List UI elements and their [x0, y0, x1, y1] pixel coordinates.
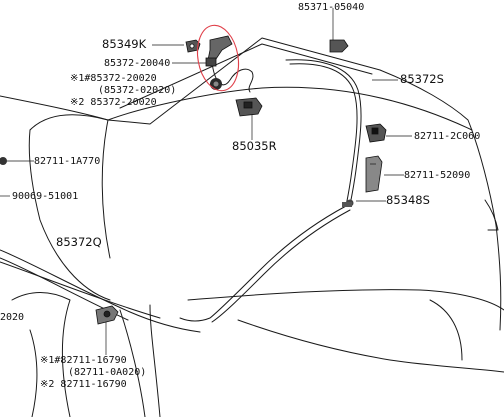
label-85372-20040: 85372-20040: [104, 58, 171, 69]
clip-icon-82711-52090: [365, 155, 383, 193]
label-2020: 2020: [0, 312, 25, 323]
grommet-icon: [210, 78, 222, 90]
washer-hose-lower: [179, 205, 347, 322]
hatch-license-area: [429, 299, 463, 361]
label-85348s: 85348S: [386, 193, 430, 207]
washer-hose-long-2: [289, 63, 358, 207]
washer-hose-lower-2: [211, 209, 351, 323]
label-bottom2: ※2 82711-16790: [40, 379, 127, 390]
label-bottom1b: (82711-0A020): [68, 367, 147, 378]
hatch-right-side: [495, 224, 502, 331]
clip-icon-82711-2c060: [365, 123, 387, 143]
label-note2: ※2 85372-20020: [70, 97, 157, 108]
body-left-edge: [0, 249, 201, 333]
washer-hose-long: [285, 59, 362, 206]
grommet-icon-bottom: [95, 305, 119, 325]
label-82711-52090: 82711-52090: [404, 170, 471, 181]
label-85349k: 85349K: [102, 37, 147, 51]
label-85372q: 85372Q: [56, 235, 102, 249]
body-lower-mid: [119, 309, 146, 417]
label-85371-05040: 85371-05040: [298, 2, 365, 13]
label-note1: ※1#85372-20020: [70, 73, 157, 84]
clip-icon-85371: [329, 39, 349, 53]
label-bottom1: ※1#82711-16790: [40, 355, 127, 366]
hatch-side-left: [29, 114, 111, 259]
label-note1b: (85372-02020): [98, 85, 177, 96]
washer-nozzle-icon: [185, 39, 201, 53]
clip-icon-82711-1a770: [0, 157, 7, 165]
hatch-inner-line: [107, 86, 473, 131]
hatch-upper-line: [119, 43, 373, 109]
joint-icon: [205, 35, 233, 67]
highlight-circle: [196, 24, 240, 92]
label-85035r: 85035R: [232, 139, 277, 153]
hatch-bumper: [237, 319, 504, 373]
hatch-rear-edge: [484, 199, 499, 231]
body-lower-left-2: [29, 329, 38, 417]
label-82711-2c060: 82711-2C060: [414, 131, 481, 142]
label-90069-51001: 90069-51001: [12, 191, 79, 202]
hatch-lower-curve: [187, 289, 504, 311]
washer-hose-left: [0, 261, 161, 319]
hatch-left-panel: [28, 129, 111, 301]
label-82711-1a770: 82711-1A770: [34, 156, 101, 167]
check-valve-icon-85035r: [235, 97, 263, 117]
hatch-outline-top: [0, 37, 497, 226]
label-85372s: 85372S: [400, 72, 444, 86]
body-lower-left: [11, 292, 71, 417]
hose-joint-icon-85348s: [342, 199, 354, 207]
hatch-lower-frame: [149, 304, 161, 417]
